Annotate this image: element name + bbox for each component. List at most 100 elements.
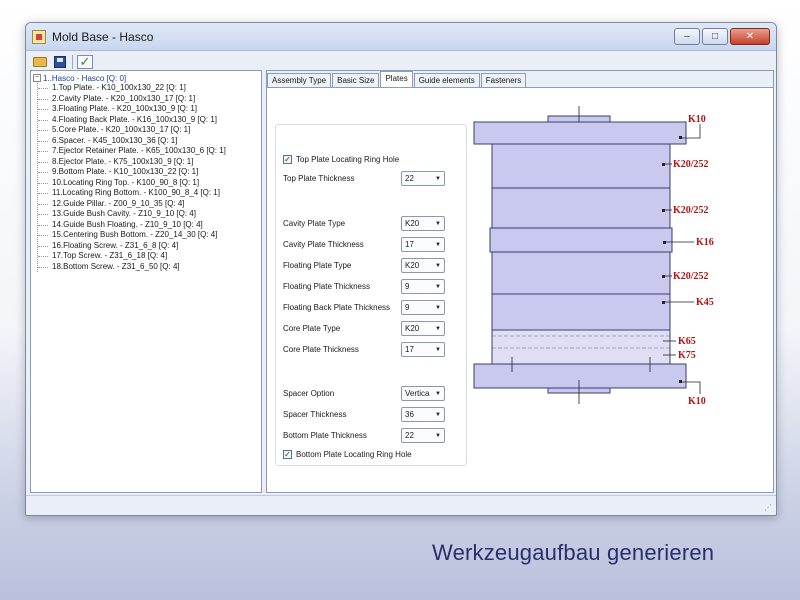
tree-item[interactable]: 11.Locating Ring Bottom. - K100_90_8_4 [… — [38, 188, 259, 199]
chevron-down-icon: ▼ — [435, 411, 441, 418]
cavity-plate-type-dropdown[interactable]: K20▼ — [401, 216, 445, 231]
caption-text: Werkzeugaufbau generieren — [432, 540, 715, 565]
floating-plate-shape — [491, 187, 671, 229]
tree-item[interactable]: 9.Bottom Plate. - K10_100x130_22 [Q: 1] — [38, 167, 259, 178]
tree-item[interactable]: 13.Guide Bush Cavity. - Z10_9_10 [Q: 4] — [38, 209, 259, 220]
top-plate-thickness-row: Top Plate Thickness 22 ▼ — [283, 171, 445, 186]
label-cavity: K20/252 — [673, 159, 709, 170]
label-floating: K20/252 — [673, 205, 709, 216]
tab-plates[interactable]: Plates — [380, 71, 413, 87]
tree-item[interactable]: 10.Locating Ring Top. - K100_90_8 [Q: 1] — [38, 178, 259, 189]
tree-item[interactable]: 3.Floating Plate. - K20_100x130_9 [Q: 1] — [38, 104, 259, 115]
spacer-option-label: Spacer Option — [283, 389, 335, 398]
spacer-lower-shape — [491, 329, 671, 365]
tree-item[interactable]: 5.Core Plate. - K20_100x130_17 [Q: 1] — [38, 125, 259, 136]
tree-item[interactable]: 15.Centering Bush Bottom. - Z20_14_30 [Q… — [38, 230, 259, 241]
bottom-locating-ring-checkbox[interactable]: ✓ — [283, 450, 292, 459]
collapse-icon[interactable]: − — [33, 74, 41, 82]
leader-dots — [662, 136, 682, 383]
tree-list: 1.Top Plate. - K10_100x130_22 [Q: 1]2.Ca… — [37, 83, 259, 272]
tree-item[interactable]: 17.Top Screw. - Z31_6_18 [Q: 4] — [38, 251, 259, 262]
spacer-thickness-dropdown[interactable]: 36 ▼ — [401, 407, 445, 422]
plate-labels: K10 K20/252 K20/252 K16 K20/252 K45 K65 … — [673, 114, 714, 407]
spacer-thickness-value: 36 — [405, 410, 414, 419]
cavity-plate-thickness-row: Cavity Plate Thickness 17▼ — [283, 237, 445, 252]
maximize-button[interactable]: □ — [702, 28, 728, 45]
tree-item[interactable]: 12.Guide Pillar. - Z00_9_10_35 [Q: 4] — [38, 199, 259, 210]
save-icon — [54, 56, 66, 68]
leader-lines — [663, 124, 701, 394]
floating-plate-type-dropdown[interactable]: K20▼ — [401, 258, 445, 273]
core-plate-thickness-label: Core Plate Thickness — [283, 345, 359, 354]
bottom-plate-shape — [473, 363, 687, 389]
app-icon — [32, 29, 46, 44]
chevron-down-icon: ▼ — [435, 262, 441, 269]
tab-assembly-type[interactable]: Assembly Type — [267, 73, 332, 87]
label-ejector-retainer: K65 — [678, 336, 696, 347]
top-plate-thickness-value: 22 — [405, 174, 414, 183]
leader-top — [680, 124, 701, 139]
top-plate-thickness-dropdown[interactable]: 22 ▼ — [401, 171, 445, 186]
top-locating-ring-checkbox[interactable]: ✓ — [283, 155, 292, 164]
core-plate-type-dropdown[interactable]: K20▼ — [401, 321, 445, 336]
dot-spacer — [662, 301, 665, 304]
bottom-plate-thickness-dropdown[interactable]: 22▼ — [401, 428, 445, 443]
core-plate-thickness-dropdown[interactable]: 17▼ — [401, 342, 445, 357]
tree-item[interactable]: 6.Spacer. - K45_100x130_36 [Q: 1] — [38, 136, 259, 147]
top-locating-ring-row[interactable]: ✓ Top Plate Locating Ring Hole — [283, 155, 399, 164]
core-plate-type-row: Core Plate Type K20▼ — [283, 321, 445, 336]
bottom-plate-thickness-value: 22 — [405, 431, 414, 440]
label-bottom: K10 — [688, 396, 706, 407]
cavity-plate-thickness-label: Cavity Plate Thickness — [283, 240, 364, 249]
tree-item[interactable]: 14.Guide Bush Floating. - Z10_9_10 [Q: 4… — [38, 220, 259, 231]
top-plate-thickness-label: Top Plate Thickness — [283, 174, 355, 183]
minimize-button[interactable]: – — [674, 28, 700, 45]
top-locating-ring-label: Top Plate Locating Ring Hole — [296, 155, 400, 164]
tab-basic-size[interactable]: Basic Size — [332, 73, 380, 87]
floating-back-plate-thickness-dropdown[interactable]: 9▼ — [401, 300, 445, 315]
label-ejector: K75 — [678, 350, 696, 361]
tree-item[interactable]: 2.Cavity Plate. - K20_100x130_17 [Q: 1] — [38, 94, 259, 105]
chevron-down-icon: ▼ — [435, 175, 441, 182]
floating-back-plate-thickness-value: 9 — [405, 303, 410, 312]
tree-item[interactable]: 18.Bottom Screw. - Z31_6_50 [Q: 4] — [38, 262, 259, 273]
mold-stack-diagram: K10 K20/252 K20/252 K16 K20/252 K45 K65 … — [473, 106, 714, 407]
cavity-plate-thickness-value: 17 — [405, 240, 414, 249]
close-button[interactable]: ✕ — [730, 28, 770, 45]
resize-grip-icon[interactable]: ⋰ — [764, 503, 772, 512]
tree-item[interactable]: 16.Floating Screw. - Z31_6_8 [Q: 4] — [38, 241, 259, 252]
title-bar[interactable]: Mold Base - Hasco – □ ✕ — [26, 23, 776, 51]
floating-plate-thickness-row: Floating Plate Thickness 9▼ — [283, 279, 445, 294]
cavity-plate-type-row: Cavity Plate Type K20▼ — [283, 216, 445, 231]
tree-item[interactable]: 7.Ejector Retainer Plate. - K65_100x130_… — [38, 146, 259, 157]
status-bar: ⋰ — [26, 495, 776, 515]
tree-item[interactable]: 4.Floating Back Plate. - K16_100x130_9 [… — [38, 115, 259, 126]
cavity-plate-type-value: K20 — [405, 219, 420, 228]
tree-root-node[interactable]: − 1..Hasco - Hasco [Q: 0] — [33, 73, 259, 83]
chevron-down-icon: ▼ — [435, 325, 441, 332]
floating-back-plate-shape — [489, 227, 673, 253]
tree-item[interactable]: 8.Ejector Plate. - K75_100x130_9 [Q: 1] — [38, 157, 259, 168]
cavity-plate-thickness-dropdown[interactable]: 17▼ — [401, 237, 445, 252]
floating-plate-thickness-dropdown[interactable]: 9▼ — [401, 279, 445, 294]
confirm-button[interactable]: ✓ — [77, 55, 93, 69]
open-button[interactable] — [32, 55, 48, 69]
bottom-plate-thickness-label: Bottom Plate Thickness — [283, 431, 367, 440]
folder-icon — [33, 57, 47, 67]
tab-fasteners[interactable]: Fasteners — [480, 73, 527, 87]
tree-item[interactable]: 1.Top Plate. - K10_100x130_22 [Q: 1] — [38, 83, 259, 94]
core-plate-shape — [491, 251, 671, 295]
dot-core — [662, 275, 665, 278]
cavity-plate-type-label: Cavity Plate Type — [283, 219, 346, 228]
assembly-tree[interactable]: − 1..Hasco - Hasco [Q: 0] 1.Top Plate. -… — [30, 70, 262, 493]
spacer-option-dropdown[interactable]: Vertica▼ — [401, 386, 445, 401]
save-button[interactable] — [52, 55, 68, 69]
bottom-locating-ring-row[interactable]: ✓ Bottom Plate Locating Ring Hole — [283, 450, 412, 459]
leader-bottom — [680, 381, 701, 394]
bottom-plate-thickness-row: Bottom Plate Thickness 22▼ — [283, 428, 445, 443]
spacer-thickness-row: Spacer Thickness 36▼ — [283, 407, 445, 422]
check-icon: ✓ — [77, 55, 93, 69]
tab-guide-elements[interactable]: Guide elements — [413, 73, 480, 87]
dot-bottom — [679, 380, 682, 383]
